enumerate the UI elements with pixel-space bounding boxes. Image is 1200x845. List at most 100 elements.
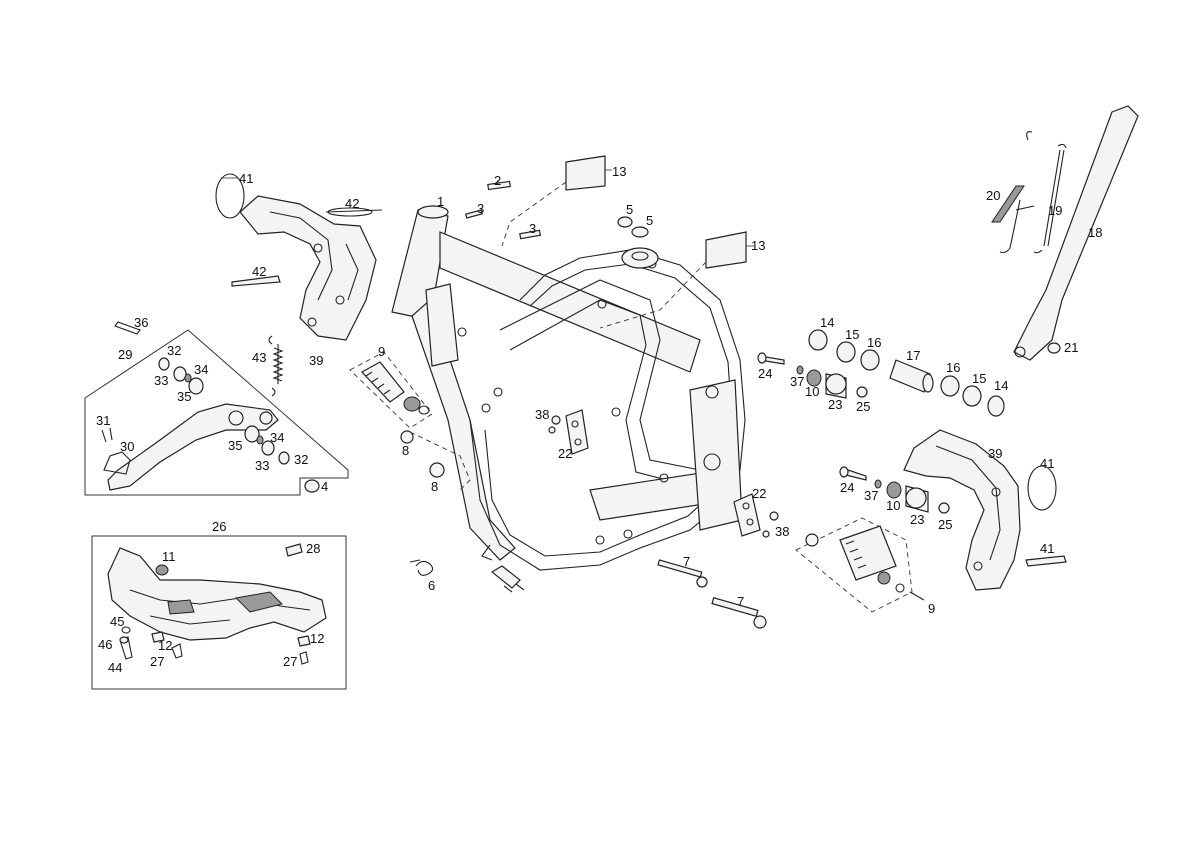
callout-31: 31 [96, 413, 110, 428]
screw-11 [155, 564, 169, 576]
callout-34: 34 [194, 362, 208, 377]
spring-20 [991, 131, 1033, 254]
heel-guard-39-right [903, 429, 1021, 591]
heel-guard-39-left [239, 195, 377, 341]
spacer-25-lower [938, 502, 950, 514]
callout-3: 3 [529, 221, 536, 236]
callout-17: 17 [906, 348, 920, 363]
seal-14-upper-left [808, 329, 828, 351]
callout-1: 1 [437, 194, 444, 209]
bearing-16-upper-right [940, 375, 960, 397]
callout-16: 16 [867, 335, 881, 350]
main-frame [391, 205, 746, 571]
nut-21 [1047, 342, 1061, 354]
callout-29: 29 [118, 347, 132, 362]
callout-39: 39 [988, 446, 1002, 461]
callout-35: 35 [228, 438, 242, 453]
spring-pin-31 [101, 427, 113, 443]
callout-18: 18 [1088, 225, 1102, 240]
callout-39: 39 [309, 353, 323, 368]
clamp-ring-41-right [1027, 465, 1057, 511]
callout-12: 12 [158, 638, 172, 653]
callout-43: 43 [252, 350, 266, 365]
clamp-41-lower [1025, 555, 1067, 567]
clip-28 [285, 543, 303, 557]
bush-8-a [400, 430, 414, 444]
washer-37-lower [874, 479, 882, 489]
nut-5-a [617, 216, 633, 228]
callout-42: 42 [345, 196, 359, 211]
bolt-24-upper [757, 352, 785, 365]
callout-25: 25 [856, 399, 870, 414]
spring-6 [409, 559, 434, 576]
callout-45: 45 [110, 614, 124, 629]
nut-4 [304, 479, 320, 493]
bolt-46-44 [119, 636, 133, 660]
callout-7: 7 [737, 594, 744, 609]
pin-3-left [465, 209, 483, 219]
clamp-42-lower [231, 275, 281, 287]
screw-38-center [548, 415, 561, 434]
decal-label-13-right [705, 231, 754, 269]
callout-5: 5 [646, 213, 653, 228]
callout-44: 44 [108, 660, 122, 675]
callout-27: 27 [150, 654, 164, 669]
callout-22: 22 [558, 446, 572, 461]
callout-14: 14 [994, 378, 1008, 393]
clip-12-right [297, 635, 311, 647]
bush-23-upper [825, 373, 847, 399]
callout-7: 7 [683, 554, 690, 569]
callout-42: 42 [252, 264, 266, 279]
callout-6: 6 [428, 578, 435, 593]
callout-23: 23 [910, 512, 924, 527]
clip-12-left [151, 631, 165, 643]
pin-3-right [519, 229, 542, 240]
bolt-7-upper [657, 559, 708, 588]
seal-14-upper-right [987, 395, 1005, 417]
callout-12: 12 [310, 631, 324, 646]
callout-38: 38 [535, 407, 549, 422]
clamp-42-top [325, 207, 383, 217]
callout-24: 24 [758, 366, 772, 381]
callout-11: 11 [162, 549, 176, 564]
callout-2: 2 [494, 173, 501, 188]
callout-23: 23 [828, 397, 842, 412]
callout-25: 25 [938, 517, 952, 532]
callout-35: 35 [177, 389, 191, 404]
callout-4: 4 [321, 479, 328, 494]
callout-16: 16 [946, 360, 960, 375]
footpeg-9-left [361, 361, 430, 415]
callouts: 1 2 3 3 13 13 5 5 41 42 42 39 43 36 29 3… [96, 164, 1102, 675]
callout-32: 32 [294, 452, 308, 467]
callout-33: 33 [255, 458, 269, 473]
brake-pedal-30 [103, 403, 279, 491]
bearing-15-upper-left [836, 341, 856, 363]
decal-leader-upper [501, 181, 567, 247]
callout-30: 30 [120, 439, 134, 454]
footpeg-right-outline [795, 517, 913, 613]
bolt-7-lower [711, 597, 767, 629]
callout-34: 34 [270, 430, 284, 445]
callout-9: 9 [928, 601, 935, 616]
callout-20: 20 [986, 188, 1000, 203]
clamp-ring-41-left [215, 173, 245, 219]
footpeg-9-right [805, 525, 925, 601]
callout-41: 41 [1040, 456, 1054, 471]
screw-38-right [762, 511, 779, 538]
bearing-16-upper-left [860, 349, 880, 371]
washer-45 [121, 626, 131, 634]
spacer-tube-17 [889, 359, 934, 393]
bearing-10-lower [886, 481, 902, 499]
skid-plate-group-outline [91, 535, 347, 690]
nut-5-b [631, 226, 649, 238]
decal-leader-right [599, 261, 707, 329]
callout-28: 28 [306, 541, 320, 556]
decal-label-13-upper [565, 155, 612, 191]
bush-8-b [429, 462, 445, 478]
callout-13: 13 [612, 164, 626, 179]
callout-21: 21 [1064, 340, 1078, 355]
callout-8: 8 [402, 443, 409, 458]
washer-37-upper [796, 365, 804, 375]
callout-22: 22 [752, 486, 766, 501]
